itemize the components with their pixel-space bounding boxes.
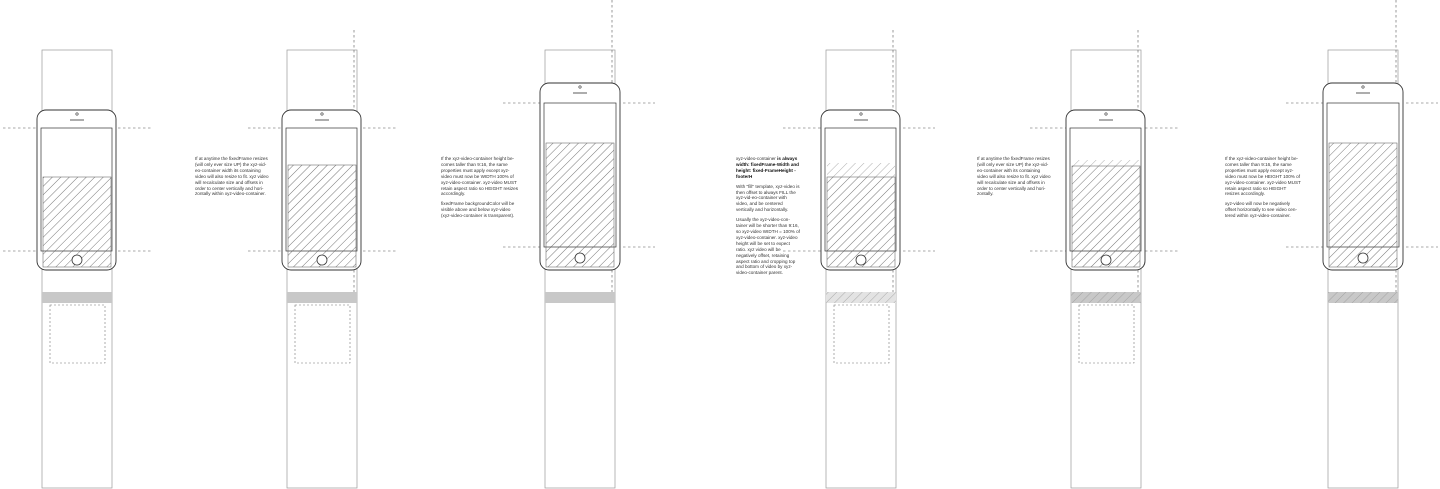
note-5: If the xyz-video-container height be-com…: [1225, 156, 1301, 223]
home-button: [855, 254, 867, 266]
note-5-text: If the xyz-video-container height be-com…: [1225, 156, 1301, 197]
offscreen-dashed-box: [833, 304, 890, 364]
video-hatched-light-top: [1072, 160, 1140, 166]
note-3-text-bold: is always width: fixedFrame-Width and he…: [736, 156, 799, 179]
video-hatched-area: [1071, 165, 1141, 268]
phone-camera: [578, 85, 582, 89]
phone-camera: [320, 112, 324, 116]
footer-band-hatch: [1328, 292, 1398, 303]
note-2-text-secondary: fixedFrame backgroundColor will be visib…: [441, 201, 515, 219]
footer-band: [287, 292, 357, 303]
panel-2: [248, 30, 398, 489]
home-button: [316, 254, 328, 266]
note-2-text: If the xyz-video-container height be-com…: [441, 156, 519, 197]
note-3: xyz-video-container is always width: fix…: [736, 156, 800, 280]
panel-4: [783, 30, 935, 489]
note-5-text-secondary: xyz-video will now be negatively offset …: [1225, 201, 1297, 219]
note-4-text: If at anytime the fixedFrame resizes (wi…: [977, 156, 1051, 197]
phone-camera: [1104, 112, 1108, 116]
phone-camera: [75, 112, 79, 116]
offscreen-dashed-box: [294, 304, 351, 364]
video-hatched-area: [287, 164, 357, 268]
note-3-text-pre: xyz-video-container: [736, 156, 778, 161]
home-button: [1357, 252, 1369, 264]
video-hatched-area: [545, 142, 615, 268]
panel-6: [1286, 0, 1438, 489]
home-button: [574, 252, 586, 264]
phone-camera: [859, 112, 863, 116]
phone-camera: [1361, 85, 1365, 89]
note-3-text-tertiary: Usually the xyz-video-con-tainer will be…: [736, 217, 800, 276]
panel-3: [503, 0, 655, 489]
footer-band-hatch: [826, 292, 896, 303]
offscreen-dashed-box: [49, 304, 106, 364]
footer-band: [545, 292, 615, 303]
note-1: If at anytime the fixedFrame resizes (wi…: [195, 156, 270, 201]
panel-1: [3, 49, 153, 489]
video-hatched-area: [826, 176, 896, 268]
footer-band: [42, 292, 112, 303]
video-hatched-area: [42, 176, 112, 268]
offscreen-dashed-box: [1078, 304, 1135, 364]
home-button: [1100, 254, 1112, 266]
footer-band-hatch: [1071, 292, 1141, 303]
video-hatched-light-top: [827, 163, 895, 177]
note-2: If the xyz-video-container height be-com…: [441, 156, 519, 223]
video-hatched-area: [1328, 142, 1398, 268]
note-4: If at anytime the fixedFrame resizes (wi…: [977, 156, 1052, 201]
panel-5: [1030, 30, 1180, 489]
note-3-paragraph-1: xyz-video-container is always width: fix…: [736, 156, 800, 180]
note-3-text-secondary: With "fill" template, xyz-video is then …: [736, 183, 800, 213]
note-1-text: If at anytime the fixedFrame resizes (wi…: [195, 156, 269, 197]
home-button: [71, 254, 83, 266]
